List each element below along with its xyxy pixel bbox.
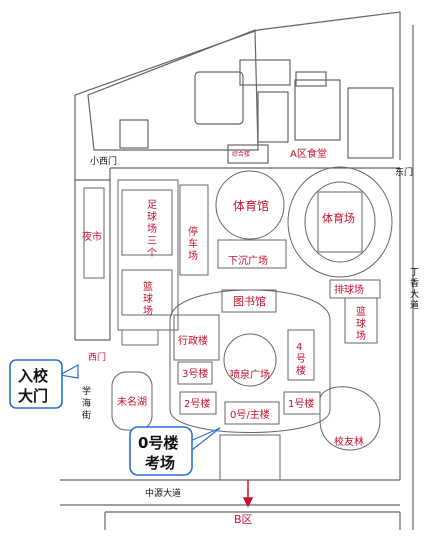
label-tiyuchang: 体育场 — [322, 211, 355, 225]
label-lou3: 3号楼 — [182, 367, 208, 380]
label-yeshi: 夜市 — [82, 230, 102, 243]
label-zuqiu-2: 球 — [147, 210, 157, 223]
entrance-callout-line2: 大门 — [18, 387, 48, 405]
label-dingxiang-3: 大 — [410, 288, 419, 300]
label-lanqiu-left-1: 篮 — [143, 280, 153, 293]
label-xuehai-1: 学 — [82, 385, 91, 397]
label-lanqiu-right-1: 篮 — [356, 305, 366, 318]
entrance-callout-box — [9, 359, 63, 409]
label-dingxiang-1: 丁 — [410, 268, 419, 278]
entrance-callout-line1: 入校 — [18, 367, 49, 385]
label-zuqiu-3: 场 — [147, 222, 157, 235]
label-dingxiang-4: 道 — [410, 299, 419, 311]
label-paiqiu: 排球场 — [334, 283, 364, 296]
label-zuqiu-1: 足 — [147, 199, 157, 211]
label-dongmen: 东门 — [395, 166, 413, 178]
label-zonghelou: 综合楼 — [232, 150, 250, 158]
label-xiaoximen: 小西门 — [90, 155, 117, 167]
label-weiminghu: 未名湖 — [117, 395, 147, 408]
label-lou1: 1号楼 — [288, 397, 314, 410]
label-tingche-2: 车 — [188, 237, 198, 250]
exam-callout-box — [129, 426, 193, 476]
label-tiyuguan: 体育馆 — [233, 198, 269, 213]
label-zhulou: 0号/主楼 — [230, 408, 270, 421]
label-a-canteen: A区食堂 — [290, 147, 327, 160]
label-zuqiu-4: 三 — [147, 236, 157, 247]
label-dingxiang-2: 香 — [410, 278, 419, 289]
label-xuehai-3: 街 — [82, 409, 91, 421]
label-lou2: 2号楼 — [184, 397, 210, 410]
label-lanqiu-left-2: 球 — [143, 292, 153, 305]
label-zuqiu-5: 个 — [147, 247, 157, 259]
label-xingzheng: 行政楼 — [178, 334, 208, 347]
central-zone — [169, 166, 393, 481]
label-lanqiu-right-2: 球 — [356, 317, 366, 330]
label-zhongyuan: 中源大道 — [145, 487, 181, 499]
label-lanqiu-right-3: 场 — [356, 329, 366, 342]
label-lanqiu-left-3: 场 — [143, 304, 153, 317]
label-lou4-1: 4 — [296, 342, 302, 353]
label-tushuguan: 图书馆 — [233, 294, 266, 308]
label-lou4-3: 楼 — [296, 364, 306, 377]
label-xiachen: 下沉广场 — [228, 254, 268, 267]
label-b-qu: B区 — [234, 513, 253, 526]
label-tingche-3: 场 — [188, 249, 198, 262]
label-xiaoyoulin: 校友林 — [334, 435, 364, 448]
label-xuehai-2: 海 — [82, 397, 91, 409]
label-lou4-2: 号 — [296, 353, 306, 365]
road-outlines — [60, 11, 414, 530]
exam-callout-line1: 0号楼 — [138, 434, 178, 452]
label-ximen: 西门 — [88, 351, 106, 363]
paths — [242, 480, 254, 508]
label-penquan: 喷泉广场 — [230, 368, 270, 381]
label-tingche-1: 停 — [188, 225, 198, 238]
exam-callout-line2: 考场 — [145, 454, 175, 472]
